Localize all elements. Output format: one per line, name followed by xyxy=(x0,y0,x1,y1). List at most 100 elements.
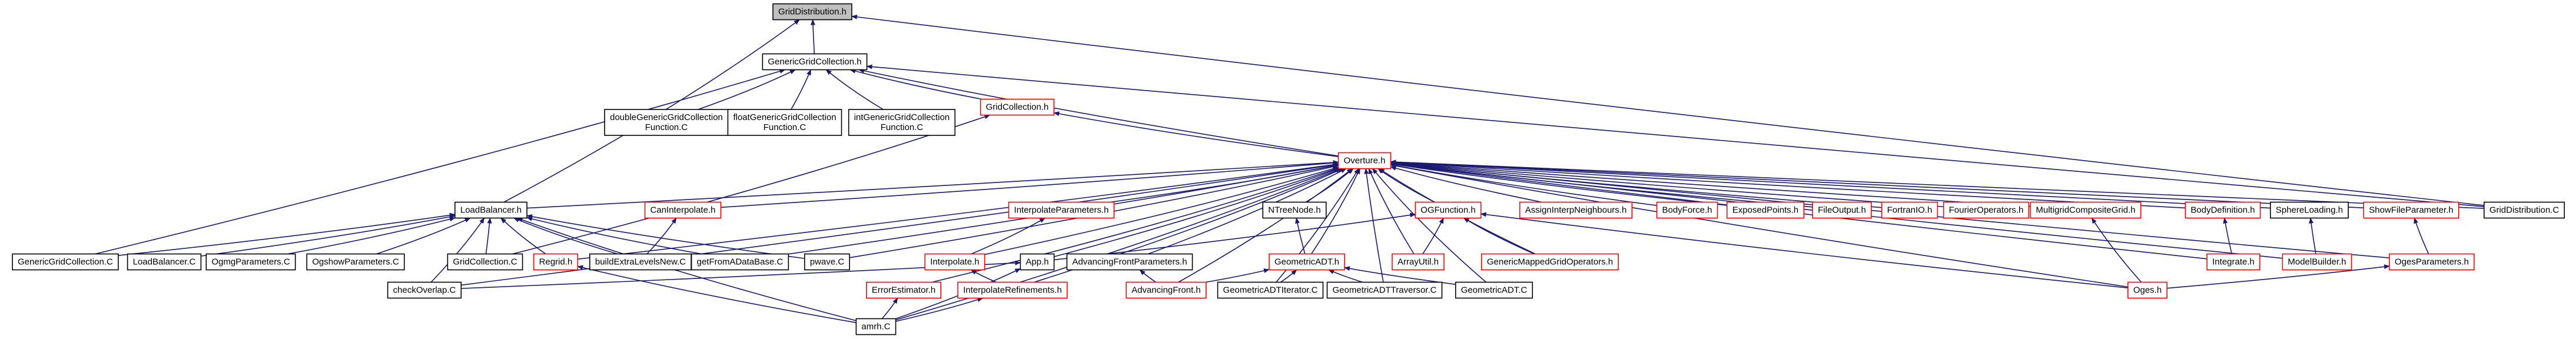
node-label: GridDistribution.C xyxy=(2489,205,2560,215)
node-ogfunction-h[interactable]: OGFunction.h xyxy=(1415,201,1482,219)
node-amrh-c[interactable]: amrh.C xyxy=(855,318,897,335)
node-errorestimator-h[interactable]: ErrorEstimator.h xyxy=(866,281,941,299)
node-regrid-h[interactable]: Regrid.h xyxy=(533,253,579,271)
edge-gridcollection-c-to-loadbalancer-h xyxy=(485,217,492,254)
node-bodyforce-h[interactable]: BodyForce.h xyxy=(1656,201,1718,219)
node-integrate-h[interactable]: Integrate.h xyxy=(2206,253,2260,271)
node-interpolateparameters-h[interactable]: InterpolateParameters.h xyxy=(1008,201,1115,219)
node-modelbuilder-h[interactable]: ModelBuilder.h xyxy=(2282,253,2352,271)
node-ogshowparameters-c[interactable]: OgshowParameters.C xyxy=(306,253,405,271)
node-label: OgmgParameters.C xyxy=(211,257,290,267)
edge-app-h-to-ogfunction-h xyxy=(1054,212,1416,261)
node-getfromadatabase-c[interactable]: getFromADataBase.C xyxy=(691,253,789,271)
node-box xyxy=(1881,201,1938,219)
node-exposedpoints-h[interactable]: ExposedPoints.h xyxy=(1726,201,1805,219)
node-bodydefinition-h[interactable]: BodyDefinition.h xyxy=(2185,201,2261,219)
node-geometricadt-c[interactable]: GeometricADT.C xyxy=(1455,281,1533,299)
node-ntreenode-h[interactable]: NTreeNode.h xyxy=(1262,201,1327,219)
node-label: LoadBalancer.h xyxy=(460,205,522,215)
node-label: intGenericGridCollection xyxy=(854,112,950,122)
node-box xyxy=(447,253,523,271)
node-box xyxy=(1337,152,1392,170)
node-box xyxy=(2127,281,2167,299)
edge-genericgridcollection-c-to-genericgridcollection-h xyxy=(95,69,786,255)
node-showfileparameter-h[interactable]: ShowFileParameter.h xyxy=(2363,201,2459,219)
node-box xyxy=(2363,201,2459,219)
edges-layer xyxy=(95,14,2484,323)
node-app-h[interactable]: App.h xyxy=(1020,253,1055,271)
node-label: OGFunction.h xyxy=(1420,205,1475,215)
edge-advancingfront-h-to-overture-h xyxy=(1178,168,1353,283)
node-genericmappedgridoperators-h[interactable]: GenericMappedGridOperators.h xyxy=(1481,253,1619,271)
node-advancingfrontparameters-h[interactable]: AdvancingFrontParameters.h xyxy=(1066,253,1193,271)
node-interpolaterefinements-h[interactable]: InterpolateRefinements.h xyxy=(957,281,1068,299)
node-fortranio-h[interactable]: FortranIO.h xyxy=(1881,201,1938,219)
node-box xyxy=(12,253,119,271)
node-box xyxy=(804,253,850,271)
node-label: AssignInterpNeighbours.h xyxy=(1525,205,1627,215)
node-pwave-c[interactable]: pwave.C xyxy=(804,253,850,271)
node-box xyxy=(2270,201,2349,219)
node-label: pwave.C xyxy=(810,257,845,267)
node-loadbalancer-h[interactable]: LoadBalancer.h xyxy=(454,201,527,219)
edge-getfromadatabase-c-to-loadbalancer-h xyxy=(526,216,702,255)
edge-amrh-c-to-errorestimator-h xyxy=(881,297,898,320)
node-box xyxy=(533,253,579,271)
node-oges-h[interactable]: Oges.h xyxy=(2127,281,2167,299)
node-checkoverlap-c[interactable]: checkOverlap.C xyxy=(387,281,462,299)
edge-griddistribution-c-to-griddistribution-h xyxy=(851,14,2484,206)
node-griddistribution-c[interactable]: GridDistribution.C xyxy=(2484,201,2565,219)
node-box xyxy=(1020,253,1055,271)
edge-advancingfront-h-to-geometricadt-h xyxy=(1206,268,1270,283)
node-label: checkOverlap.C xyxy=(393,285,456,295)
node-assigninterpneighbours-h[interactable]: AssignInterpNeighbours.h xyxy=(1519,201,1633,219)
node-genericgridcollection-h[interactable]: GenericGridCollection.h xyxy=(762,53,868,71)
node-label: GenericMappedGridOperators.h xyxy=(1487,257,1613,267)
node-box xyxy=(2389,253,2475,271)
edge-intgenericgridcollectionfunction-c-to-genericgridcollection-h xyxy=(825,69,884,110)
node-fourieroperators-h[interactable]: FourierOperators.h xyxy=(1943,201,2030,219)
node-overture-h[interactable]: Overture.h xyxy=(1337,152,1392,170)
node-box xyxy=(855,318,897,335)
node-caninterpolate-h[interactable]: CanInterpolate.h xyxy=(644,201,722,219)
edge-gridcollection-c-to-gridcollection-h xyxy=(512,114,991,255)
node-ogesparameters-h[interactable]: OgesParameters.h xyxy=(2389,253,2475,271)
node-gridcollection-h[interactable]: GridCollection.h xyxy=(980,98,1055,116)
node-fileoutput-h[interactable]: FileOutput.h xyxy=(1812,201,1872,219)
node-label: CanInterpolate.h xyxy=(650,205,716,215)
edge-amrh-c-to-regrid-h xyxy=(577,265,857,323)
edge-interpolate-h-to-overture-h xyxy=(984,166,1339,255)
node-ogmgparameters-c[interactable]: OgmgParameters.C xyxy=(205,253,296,271)
node-multigridcompositegrid-h[interactable]: MultigridCompositeGrid.h xyxy=(2030,201,2142,219)
edge-checkoverlap-c-to-loadbalancer-h xyxy=(430,217,485,283)
edge-modelbuilder-h-to-sphereloading-h xyxy=(2309,217,2316,254)
node-genericgridcollection-c[interactable]: GenericGridCollection.C xyxy=(12,253,119,271)
node-label: GridCollection.h xyxy=(986,102,1049,112)
node-label: OgshowParameters.C xyxy=(312,257,399,267)
node-gridcollection-c[interactable]: GridCollection.C xyxy=(447,253,523,271)
node-box xyxy=(866,281,941,299)
node-box xyxy=(1519,201,1633,219)
node-arrayutil-h[interactable]: ArrayUtil.h xyxy=(1392,253,1445,271)
node-label: Function.C xyxy=(881,122,924,132)
node-interpolate-h[interactable]: Interpolate.h xyxy=(924,253,985,271)
node-label: Function.C xyxy=(645,122,688,132)
node-box xyxy=(1008,201,1115,219)
node-geometricadt-h[interactable]: GeometricADT.h xyxy=(1269,253,1345,271)
node-label: buildExtraLevelsNew.C xyxy=(595,257,686,267)
node-loadbalancer-c[interactable]: LoadBalancer.C xyxy=(127,253,202,271)
edge-oges-h-to-ogfunction-h xyxy=(1480,212,2128,288)
node-label: Oges.h xyxy=(2133,285,2162,295)
node-advancingfront-h[interactable]: AdvancingFront.h xyxy=(1126,281,1207,299)
edge-pwave-c-to-loadbalancer-h xyxy=(526,214,805,259)
node-geometricadtiterator-c[interactable]: GeometricADTIterator.C xyxy=(1217,281,1324,299)
node-buildextralevelsnew-c[interactable]: buildExtraLevelsNew.C xyxy=(589,253,692,271)
node-label: SphereLoading.h xyxy=(2276,205,2343,215)
node-geometricadttraversor-c[interactable]: GeometricADTTraversor.C xyxy=(1326,281,1443,299)
node-label: GenericGridCollection.C xyxy=(18,257,113,267)
node-griddistribution-h[interactable]: GridDistribution.h xyxy=(772,3,852,21)
node-sphereloading-h[interactable]: SphereLoading.h xyxy=(2270,201,2349,219)
